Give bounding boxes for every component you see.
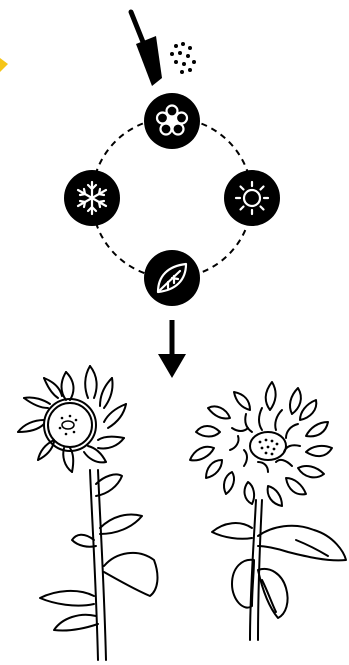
trowel-icon (131, 12, 162, 86)
sunflower-single (18, 366, 157, 660)
sun-node (224, 170, 280, 226)
leaf-node (144, 250, 200, 306)
sunflower-double (190, 382, 346, 640)
seeds-icon (170, 42, 196, 74)
snowflake-node (64, 170, 120, 226)
sun-ray-icon (0, 58, 8, 72)
arrow-down-icon (158, 320, 186, 378)
flower-node (144, 93, 200, 149)
